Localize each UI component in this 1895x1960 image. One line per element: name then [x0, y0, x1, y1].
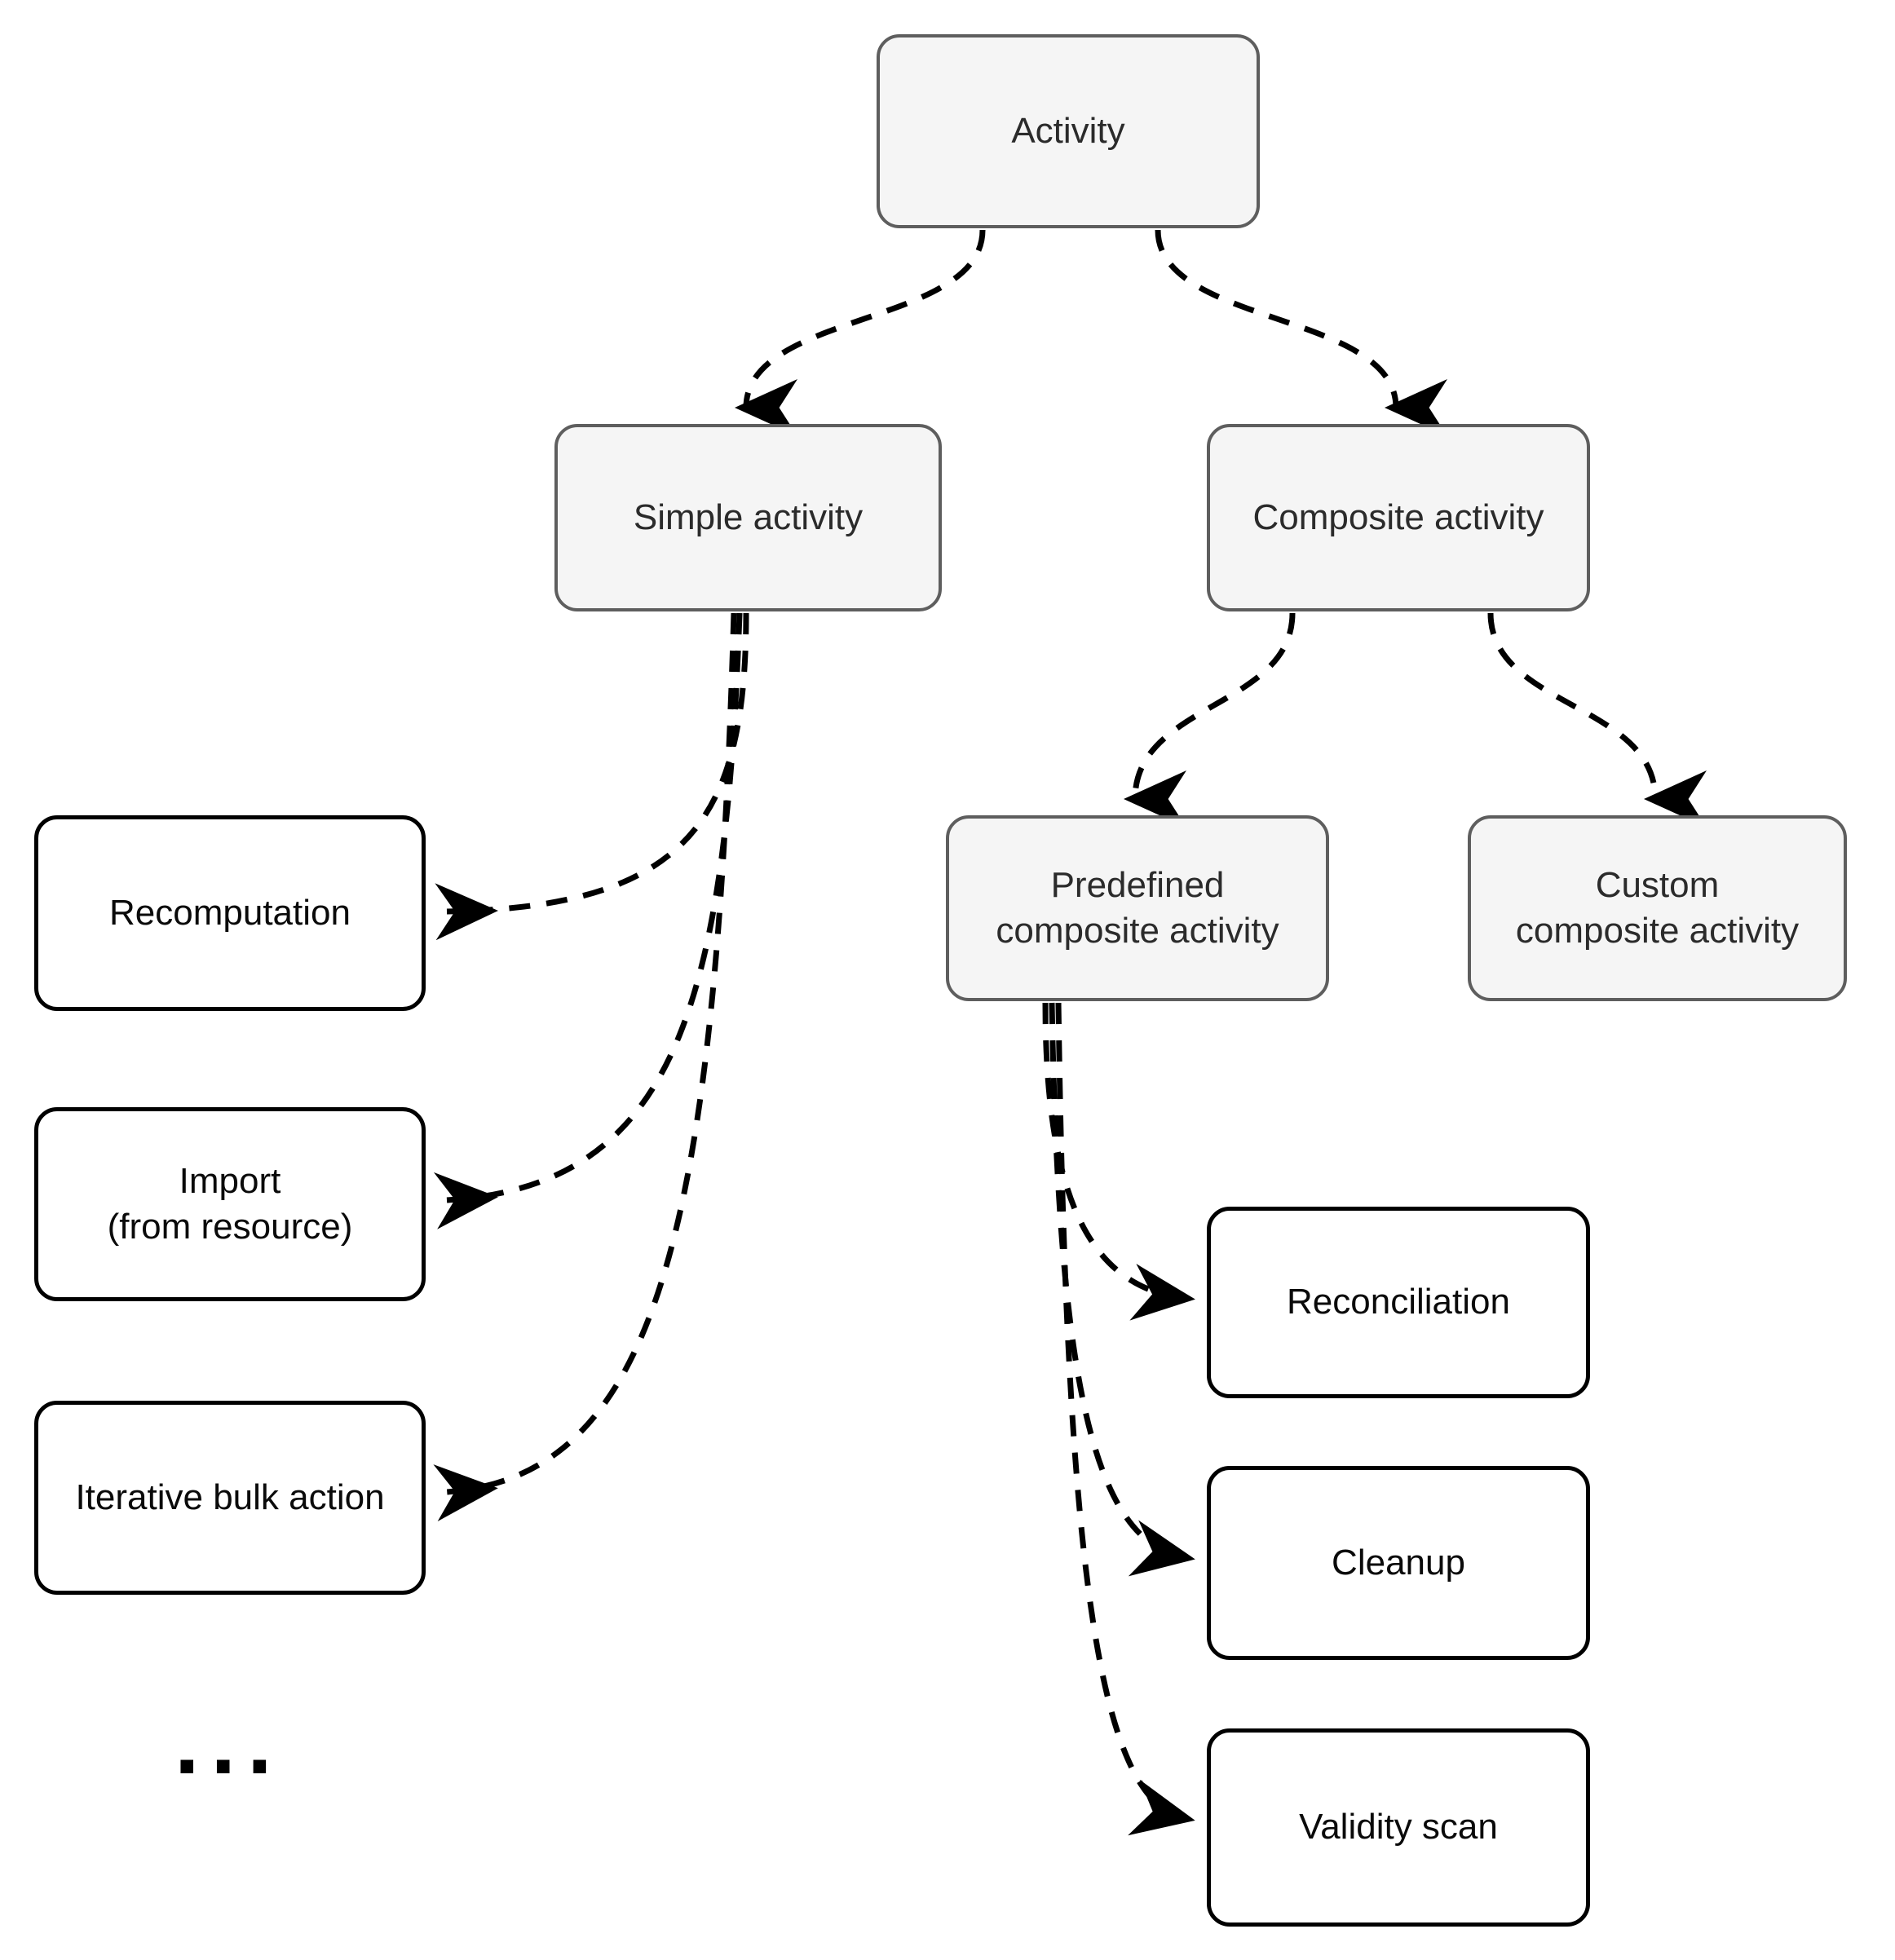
node-reconciliation-label: Reconciliation — [1287, 1282, 1510, 1322]
node-recomputation-label: Recomputation — [109, 892, 351, 933]
node-validity-scan-label: Validity scan — [1299, 1807, 1498, 1847]
node-custom-composite-activity[interactable]: Custom composite activity — [1468, 815, 1847, 1001]
node-import[interactable]: Import (from resource) — [34, 1107, 426, 1301]
ellipsis-more-simple-activities: ... — [174, 1693, 284, 1793]
edge-predefined-to-cleanup — [1049, 1002, 1195, 1577]
node-validity-scan[interactable]: Validity scan — [1207, 1728, 1590, 1927]
node-import-label: Import (from resource) — [107, 1160, 353, 1247]
node-activity-label: Activity — [1011, 110, 1125, 151]
node-composite-activity-label: Composite activity — [1252, 497, 1544, 537]
node-iterative-bulk-action[interactable]: Iterative bulk action — [34, 1401, 426, 1595]
node-predefined-composite-activity-label: Predefined composite activity — [996, 864, 1279, 951]
edge-predefined-to-validity — [1055, 1002, 1195, 1836]
edge-activity-to-simple — [735, 229, 986, 437]
edge-simple-to-iterative — [433, 612, 737, 1521]
node-simple-activity[interactable]: Simple activity — [554, 424, 942, 611]
node-composite-activity[interactable]: Composite activity — [1207, 424, 1590, 611]
node-simple-activity-label: Simple activity — [633, 497, 864, 537]
edge-simple-to-import — [433, 612, 743, 1229]
node-cleanup[interactable]: Cleanup — [1207, 1466, 1590, 1660]
node-custom-composite-activity-label: Custom composite activity — [1515, 864, 1800, 951]
node-cleanup-label: Cleanup — [1332, 1542, 1465, 1583]
edge-simple-to-recomputation — [435, 612, 749, 941]
node-activity[interactable]: Activity — [877, 34, 1260, 228]
node-recomputation[interactable]: Recomputation — [34, 815, 426, 1011]
edge-composite-to-custom — [1487, 612, 1707, 828]
edge-activity-to-composite — [1155, 229, 1448, 436]
node-iterative-bulk-action-label: Iterative bulk action — [75, 1477, 385, 1517]
edge-composite-to-predefined — [1124, 612, 1296, 828]
edge-predefined-to-reconciliation — [1042, 1002, 1195, 1321]
node-reconciliation[interactable]: Reconciliation — [1207, 1207, 1590, 1398]
node-predefined-composite-activity[interactable]: Predefined composite activity — [946, 815, 1329, 1001]
